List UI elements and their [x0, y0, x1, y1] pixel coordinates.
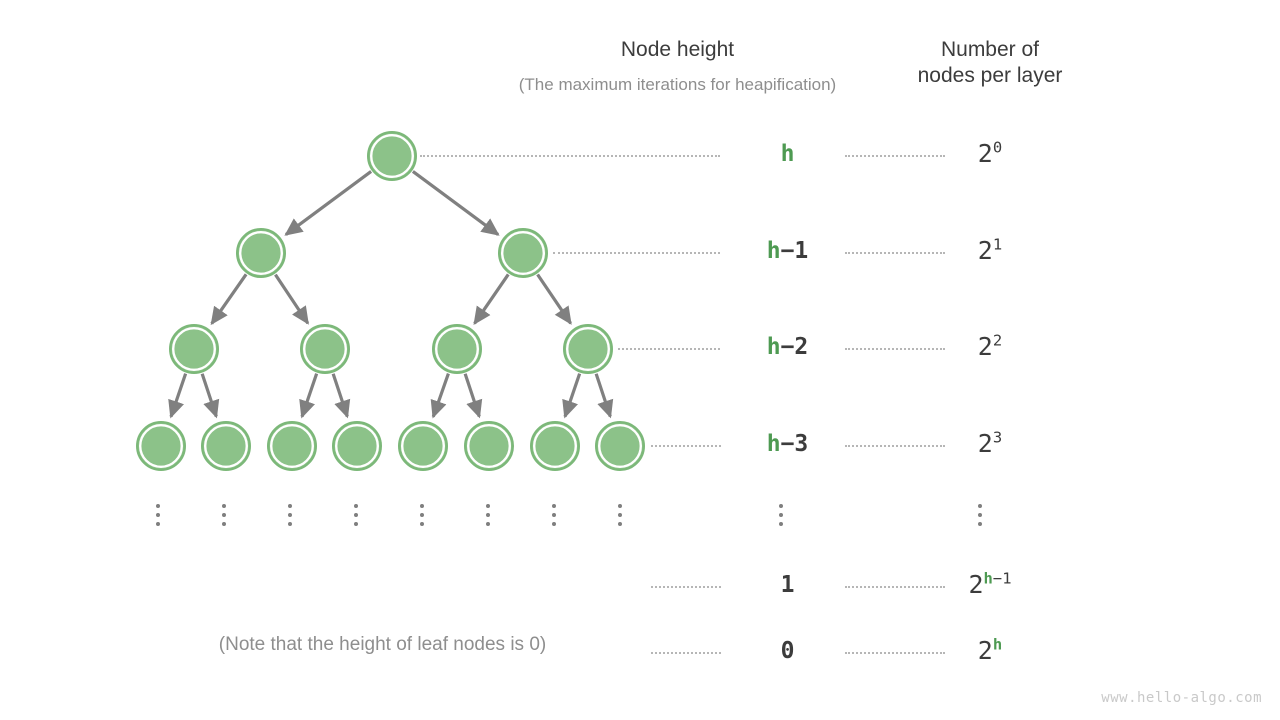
leader-line-right [845, 586, 945, 588]
tree-ellipsis-dots [417, 504, 427, 526]
leader-line-right [845, 155, 945, 157]
tree-edge [536, 273, 572, 325]
tree-node [168, 324, 219, 375]
tree-node [563, 324, 614, 375]
tree-node [235, 227, 286, 278]
tree-edge [463, 373, 483, 419]
tree-node [530, 421, 581, 472]
nodes-per-layer-title-line1: Number of [940, 38, 1040, 61]
tree-nodes [135, 130, 646, 472]
tree-edge [473, 273, 510, 326]
nodes-per-layer-value: 2h [977, 635, 1003, 665]
nodes-per-layer-title-line2: nodes per layer [917, 64, 1063, 87]
node-height-value: h−3 [766, 431, 809, 457]
tree-node [498, 227, 549, 278]
node-height-value: h [780, 141, 795, 167]
tree-edge [594, 373, 614, 419]
tree-node [267, 421, 318, 472]
tree-edge [168, 373, 188, 419]
tree-edge [210, 273, 248, 326]
leader-line-right [845, 348, 945, 350]
tree-ellipsis-dots [483, 504, 493, 526]
tree-edge [284, 170, 373, 236]
tree-node [332, 421, 383, 472]
leader-line-left [651, 586, 721, 588]
tree-edge [200, 373, 220, 419]
leader-line-right [845, 445, 945, 447]
leader-line-left [553, 252, 720, 254]
leader-line-right [845, 652, 945, 654]
tree-edge [299, 373, 319, 419]
tree-ellipsis-dots [351, 504, 361, 526]
nodes-per-layer-value: 21 [977, 235, 1003, 265]
tree-ellipsis-dots [549, 504, 559, 526]
leader-line-left [651, 652, 721, 654]
tree-node [432, 324, 483, 375]
nodes-per-layer-value: 22 [977, 331, 1003, 361]
leader-line-left [420, 155, 720, 157]
node-height-value: h−2 [766, 334, 809, 360]
tree-node [464, 421, 515, 472]
tree-node [135, 421, 186, 472]
tree-edge [411, 170, 500, 236]
leader-line-left [618, 348, 720, 350]
leader-line-left [651, 445, 721, 447]
column-ellipsis-dots [975, 504, 985, 526]
column-ellipsis-dots [776, 504, 786, 526]
tree-node [595, 421, 646, 472]
nodes-per-layer-value: 2h−1 [968, 569, 1012, 599]
tree-edge [331, 373, 351, 419]
nodes-per-layer-column-title: Number of nodes per layer [880, 37, 1100, 89]
node-height-column-title: Node height [620, 38, 735, 61]
tree-ellipsis-dots [219, 504, 229, 526]
node-height-value: 1 [780, 572, 795, 598]
tree-edges [168, 170, 614, 419]
tree-edge [430, 373, 450, 419]
tree-ellipsis-dots [153, 504, 163, 526]
node-height-value: 0 [780, 638, 795, 664]
tree-edge [562, 373, 582, 419]
node-height-column-subtitle: (The maximum iterations for heapificatio… [518, 75, 837, 94]
leaf-height-note: (Note that the height of leaf nodes is 0… [218, 634, 547, 655]
tree-node [398, 421, 449, 472]
tree-ellipsis-dots [615, 504, 625, 526]
tree-node [200, 421, 251, 472]
nodes-per-layer-value: 23 [977, 428, 1003, 458]
node-height-value: h−1 [766, 238, 809, 264]
tree-node [300, 324, 351, 375]
tree-node [367, 130, 418, 181]
watermark: www.hello-algo.com [1101, 690, 1262, 706]
tree-edge [274, 273, 310, 325]
nodes-per-layer-value: 20 [977, 138, 1003, 168]
tree-ellipsis-dots [285, 504, 295, 526]
leader-line-right [845, 252, 945, 254]
